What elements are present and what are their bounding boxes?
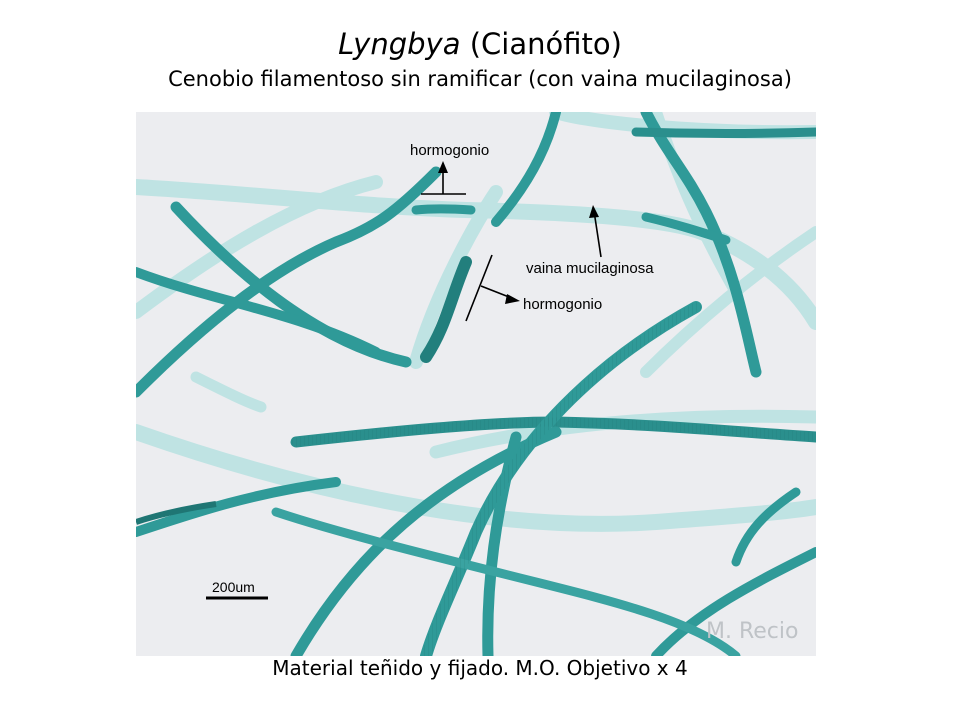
micrograph: hormogonio vaina mucilaginosa hormogonio… xyxy=(136,112,816,656)
label-hormogonio-mid: hormogonio xyxy=(523,296,602,313)
trichome-septa xyxy=(291,302,816,656)
annotations: hormogonio vaina mucilaginosa hormogonio xyxy=(410,142,654,322)
label-vaina: vaina mucilaginosa xyxy=(526,260,654,277)
label-hormogonio-top: hormogonio xyxy=(410,142,489,159)
micrograph-image: hormogonio vaina mucilaginosa hormogonio… xyxy=(136,112,816,656)
vaina-arrowhead xyxy=(589,205,599,218)
author-credit: M. Recio xyxy=(706,619,798,644)
hormogonio-mid-arrowhead xyxy=(505,294,520,304)
dark-segment xyxy=(136,501,217,525)
hormogonio-mid-bracket xyxy=(465,254,493,322)
figure-caption: Material teñido y fijado. M.O. Objetivo … xyxy=(272,656,688,680)
scale-bar-label: 200um xyxy=(212,579,255,595)
vaina-arrow-line xyxy=(593,210,602,258)
title-rest: (Cianófito) xyxy=(460,27,622,61)
hormogonio-top-arrowhead xyxy=(438,161,448,173)
page-title: Lyngbya (Cianófito) xyxy=(0,27,960,61)
title-genus: Lyngbya xyxy=(338,27,461,61)
page-subtitle: Cenobio filamentoso sin ramificar (con v… xyxy=(168,67,792,91)
